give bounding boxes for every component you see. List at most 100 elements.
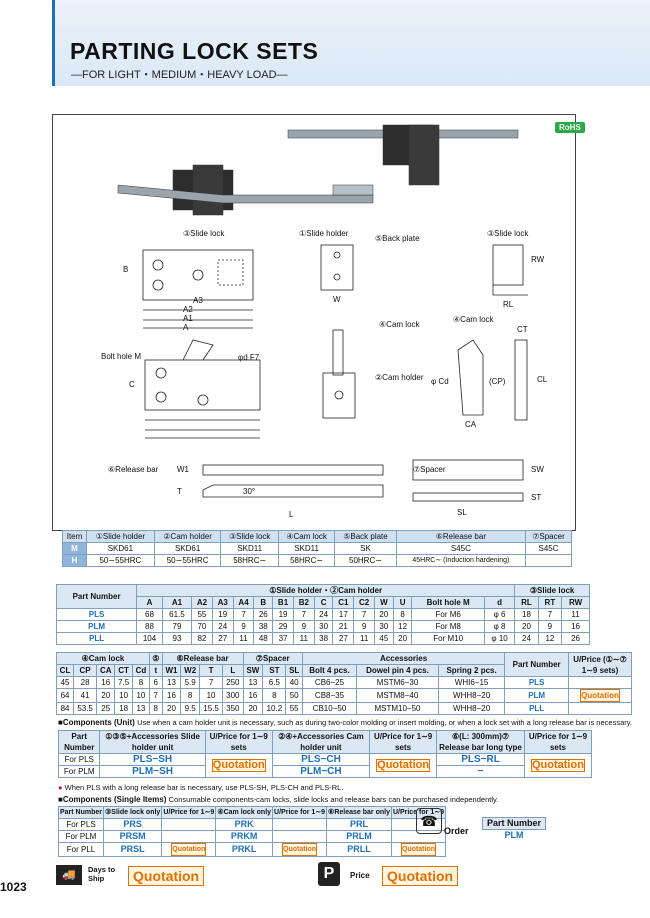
components-single-heading: ■Components (Single Items) Consumable co… <box>58 795 598 804</box>
dt1-cell: 24 <box>211 620 234 633</box>
dt1-cell: 9 <box>232 620 255 633</box>
dt2-cell: 84 <box>55 702 75 715</box>
cunit-part: PLS−RL <box>436 753 525 766</box>
dt1-col-header: C2 <box>353 596 376 609</box>
dt1-col-header: B <box>253 596 274 609</box>
quotation-badge: Quotation <box>282 843 318 856</box>
dt1-group-slide-lock: ③Slide lock <box>514 584 590 597</box>
mat-cell: SKD11 <box>220 542 279 555</box>
dt1-cell: 11 <box>561 608 590 621</box>
dt2-cell: CB8−35 <box>301 688 358 703</box>
dim-cl: CL <box>537 375 548 384</box>
dt1-cell: 21 <box>332 620 355 633</box>
order-pn-label: Part Number <box>482 817 546 830</box>
components-unit-note: Use when a cam holder unit is necessary,… <box>137 718 633 727</box>
order-label: Order <box>444 826 469 836</box>
mat-cell: 50HRC∼ <box>334 554 397 567</box>
dt2-cell: 8 <box>180 688 200 703</box>
dt2-cell: 300 <box>222 688 244 703</box>
dt2-col-header: Bolt 4 pcs. <box>301 664 358 677</box>
pls-note: ● When PLS with a long release bar is ne… <box>58 783 343 792</box>
dt2-col-header: Spring 2 pcs. <box>437 664 506 677</box>
dim-a1: A1 <box>183 314 193 323</box>
dt2-group-bar: ⑥Release bar <box>161 652 244 665</box>
mat-key-h: H <box>62 554 87 567</box>
dt1-cell: 26 <box>253 608 274 621</box>
csingle-part: PRK <box>215 818 274 831</box>
dt2-cell: 16 <box>96 676 116 689</box>
dt2-cell: MSTM10−50 <box>356 702 439 715</box>
dt1-cell: For M6 <box>411 608 485 621</box>
mat-header: ①Slide holder <box>86 530 155 543</box>
dt1-cell: 7 <box>537 608 563 621</box>
csingle-header: ⑥Release bar only <box>326 806 392 819</box>
dim-c: C <box>129 380 135 389</box>
mat-cell: SKD11 <box>277 542 336 555</box>
dt1-col-header: C <box>313 596 334 609</box>
cunit-header: ①③⑤+Accessories Slide holder unit <box>99 730 206 754</box>
dt1-col-header: C1 <box>332 596 355 609</box>
dt2-col-header: ST <box>262 664 287 677</box>
dt1-cell: 55 <box>191 608 213 621</box>
label-cam-lock-2: ④Cam lock <box>453 315 494 324</box>
dt2-cell: MSTM8−40 <box>356 688 439 703</box>
material-table: Item ①Slide holder ②Cam holder ③Slide lo… <box>62 530 573 567</box>
csingle-quotation-cell <box>272 830 328 843</box>
csingle-quotation-cell <box>161 830 217 843</box>
dt1-cell: 18 <box>514 608 539 621</box>
dt2-cell: 25 <box>96 702 116 715</box>
dt1-cell: For M8 <box>411 620 485 633</box>
mat-header: Item <box>62 530 87 543</box>
dim-a: A <box>183 323 189 332</box>
dt2-col-header: CA <box>96 664 116 677</box>
slide-holder-side <box>320 244 354 291</box>
mat-key-m: M <box>62 542 87 555</box>
dt1-cell: φ 10 <box>483 632 516 645</box>
dim-ct: CT <box>517 325 528 334</box>
dt2-cell: 7 <box>148 688 163 703</box>
days-label: Days to Ship <box>88 865 116 883</box>
price-label: Price <box>350 871 370 880</box>
dt2-part-cell: PLL <box>504 702 569 715</box>
dt1-col-header: RL <box>514 596 539 609</box>
dt1-col-header: U <box>392 596 413 609</box>
label-release-bar: ⑥Release bar <box>108 465 159 474</box>
dt1-part-cell: PLL <box>55 632 138 645</box>
dt2-cell: 45 <box>55 676 75 689</box>
dt2-cell <box>568 702 632 715</box>
dt2-uprice: U/Price (①∼⑦ 1∼9 sets) <box>568 652 632 677</box>
csingle-part: PRKM <box>215 830 274 843</box>
dt1-cell: 93 <box>161 632 193 645</box>
dt1-cell: 11 <box>232 632 255 645</box>
label-back-plate: ⑤Back plate <box>375 234 420 243</box>
dt1-col-header: A3 <box>211 596 234 609</box>
dt2-cell: 10 <box>114 688 133 703</box>
dt1-cell: 79 <box>161 620 193 633</box>
dt2-cell: WHH8−20 <box>437 702 506 715</box>
dt1-col-header: d <box>483 596 516 609</box>
csingle-header: U/Price for 1∼9 <box>272 806 328 819</box>
dt2-col-header: CT <box>114 664 133 677</box>
dt2-cell: 18 <box>114 702 133 715</box>
dt1-cell: 24 <box>313 608 334 621</box>
page-title: PARTING LOCK SETS <box>70 38 319 64</box>
dt1-cell: 12 <box>392 620 413 633</box>
dt1-cell: 68 <box>136 608 163 621</box>
dt2-cell: 5.9 <box>180 676 200 689</box>
dt2-cell: 20 <box>242 702 264 715</box>
csingle-part: PRL <box>326 818 392 831</box>
cunit-header: ②④+Accessories Cam holder unit <box>271 730 371 754</box>
csingle-part: PRSM <box>103 830 163 843</box>
cunit-header: U/Price for 1∼9 sets <box>523 730 593 754</box>
dt2-cell: 6.5 <box>262 676 287 689</box>
csingle-header: Part Number <box>57 806 105 819</box>
dt1-cell: 16 <box>561 620 590 633</box>
release-bar-drawing <box>202 464 384 498</box>
quotation-badge: Quotation <box>211 759 266 772</box>
label-phi-cd: φ Cd <box>431 377 449 386</box>
dim-sl: SL <box>457 508 467 517</box>
dim-a2: A2 <box>183 305 193 314</box>
